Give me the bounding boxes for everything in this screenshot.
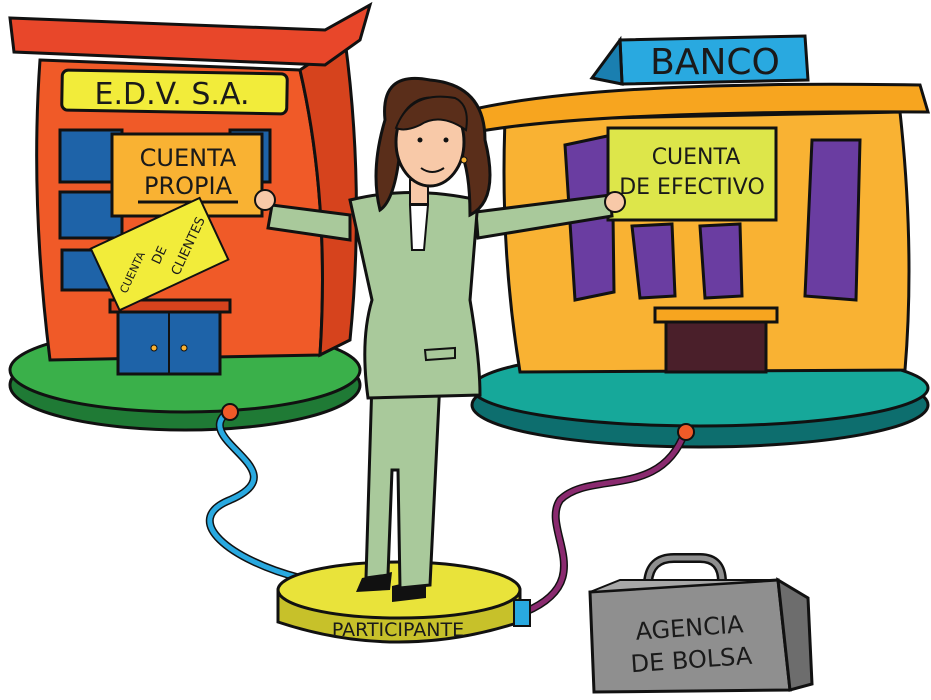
banco-window [630, 222, 677, 300]
cuenta-efectivo-card [606, 126, 778, 222]
edv-side [298, 37, 358, 358]
cuenta-efectivo-line1: CUENTA [652, 145, 741, 170]
edv-building: E.D.V. S.A. CUENTA PROPIA CUENTA DE CLIE… [8, 1, 373, 432]
cuenta-efectivo-line2: DE EFECTIVO [619, 175, 765, 200]
banco-sign-text: BANCO [650, 42, 780, 83]
cuenta-propia-line2: PROPIA [144, 172, 233, 200]
cuenta-clientes-line2: DE [149, 244, 170, 267]
banco-door [664, 320, 768, 374]
banco-door-frame [653, 306, 779, 324]
participant-figure [254, 76, 626, 602]
banco-roof [468, 82, 931, 134]
edv-roof [8, 1, 373, 67]
edv-sign [60, 68, 289, 116]
cuenta-propia-line1: CUENTA [140, 144, 237, 172]
banco-window [803, 138, 862, 302]
edv-sign-text: E.D.V. S.A. [95, 77, 250, 112]
banco-sign-side [589, 35, 624, 86]
agencia-briefcase: AGENCIA DE BOLSA [588, 553, 814, 694]
banco-window [698, 222, 744, 300]
participante-label: PARTICIPANTE [332, 619, 464, 641]
banco-building: BANCO CUENTA DE EFECTIVO [468, 34, 931, 449]
plug-edv [221, 403, 239, 421]
cuenta-clientes-card: CUENTA DE CLIENTES [89, 196, 230, 312]
plug-banco [677, 423, 695, 441]
